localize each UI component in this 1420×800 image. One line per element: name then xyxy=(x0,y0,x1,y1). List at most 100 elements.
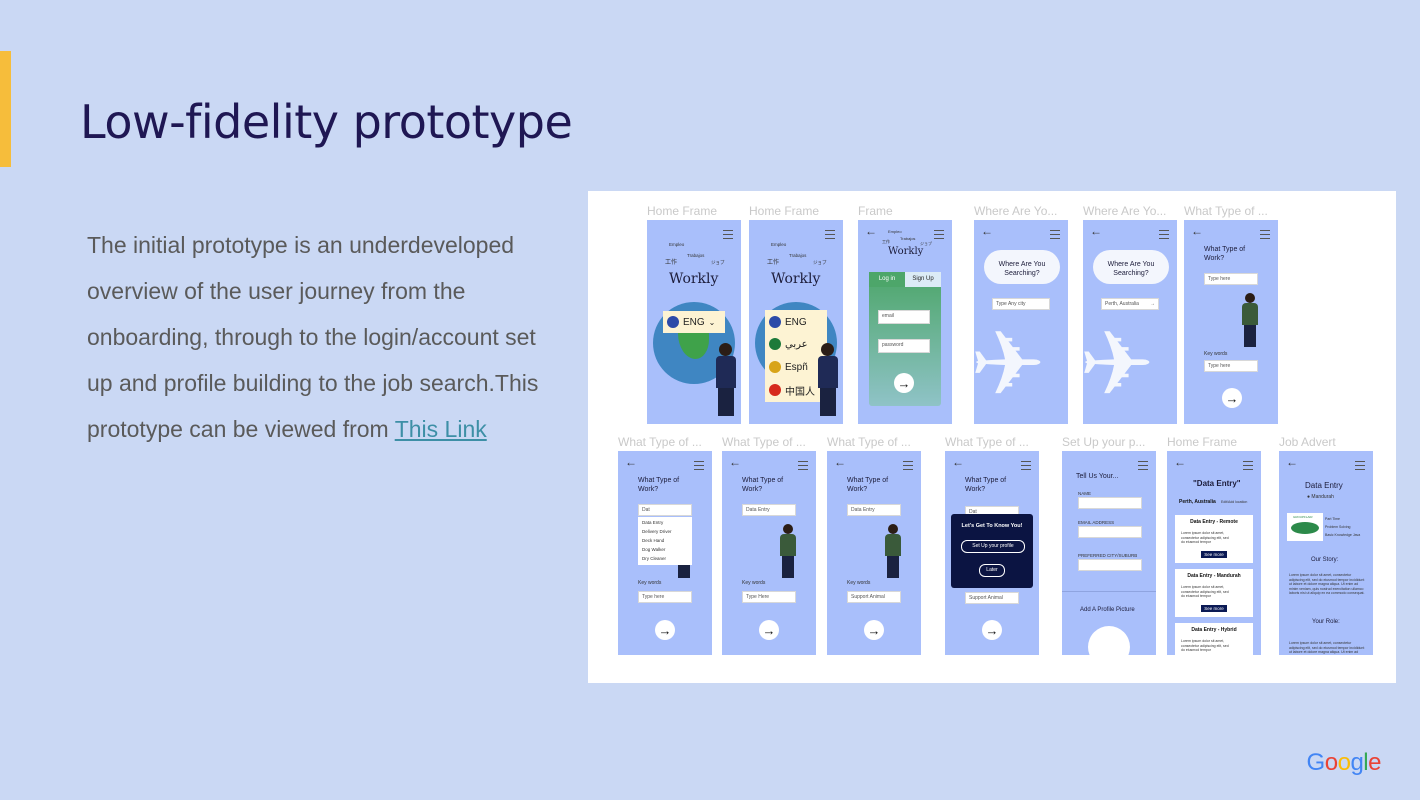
next-arrow-button[interactable]: → xyxy=(982,620,1002,640)
worker-mop-illustration xyxy=(774,524,804,580)
suggestion-item[interactable]: Deck Hand xyxy=(642,538,665,543)
our-story-heading: Our Story: xyxy=(1311,557,1339,563)
work-type-input[interactable]: Dat xyxy=(638,504,692,516)
language-option[interactable]: 中国人 xyxy=(765,380,827,400)
job-card[interactable]: Data Entry - Remote Lorem ipsum dolor si… xyxy=(1175,515,1253,563)
password-field[interactable]: password xyxy=(878,339,930,353)
slide-body-text: The initial prototype is an underdevelop… xyxy=(87,222,557,452)
menu-icon xyxy=(934,230,944,239)
phone-work-type-frame-4: ← What Type of Work? Data Entry Key word… xyxy=(827,451,921,655)
back-arrow-icon[interactable]: ← xyxy=(1191,224,1203,238)
frame-label: Job Advert xyxy=(1279,435,1336,449)
back-arrow-icon[interactable]: ← xyxy=(625,455,637,469)
phone-where-frame-2: ← Where Are You Searching? Perth, Austra… xyxy=(1083,220,1177,424)
suggestion-item[interactable]: Dog Walker xyxy=(642,547,666,552)
phone-profile-frame: Tell Us Your... NAME EMAIL ADDRESS PREFE… xyxy=(1062,451,1156,655)
worker-mop-illustration xyxy=(879,524,909,580)
suggestion-item[interactable]: Delivery Driver xyxy=(642,529,672,534)
phone-home-frame-2: Empleo Trabajos 工作 ジョブ Workly ENG عربي E… xyxy=(749,220,843,424)
back-arrow-icon[interactable]: ← xyxy=(1090,224,1102,238)
workly-logo: Workly xyxy=(888,246,924,257)
edit-location-link[interactable]: Edit/Add location xyxy=(1221,500,1248,504)
language-option[interactable]: عربي xyxy=(765,334,827,354)
tab-login[interactable]: Log in xyxy=(869,272,905,287)
phone-results-frame: ← "Data Entry" Perth, Australia Edit/Add… xyxy=(1167,451,1261,655)
work-type-input[interactable]: Data Entry xyxy=(847,504,901,516)
job-card[interactable]: Data Entry - Mandurah Lorem ipsum dolor … xyxy=(1175,569,1253,617)
work-type-title: What Type of Work? xyxy=(965,477,1007,493)
frame-label: What Type of ... xyxy=(722,435,806,449)
location-pin-icon: ● xyxy=(1307,494,1311,500)
profile-picture-placeholder[interactable] xyxy=(1088,626,1130,655)
name-field[interactable] xyxy=(1078,497,1142,509)
advert-title: Data Entry xyxy=(1305,481,1343,490)
city-field[interactable] xyxy=(1078,559,1142,571)
keywords-input[interactable]: Type Here xyxy=(742,591,796,603)
back-arrow-icon[interactable]: ← xyxy=(834,455,846,469)
where-title: Where Are You Searching? xyxy=(998,261,1046,277)
results-location: Perth, Australia xyxy=(1179,499,1216,505)
accent-bar xyxy=(0,51,11,167)
arrow-right-icon: → xyxy=(1150,301,1155,307)
worker-mop-illustration xyxy=(1236,293,1266,349)
cloud-shape xyxy=(1093,250,1169,284)
email-field[interactable] xyxy=(1078,526,1142,538)
keywords-input[interactable]: Support Animal xyxy=(847,591,901,603)
keywords-input[interactable]: Support Animal xyxy=(965,592,1019,604)
email-field[interactable]: email xyxy=(878,310,930,324)
suggestion-item[interactable]: Data Entry xyxy=(642,520,664,525)
job-card[interactable]: Data Entry - Hybrid Lorem ipsum dolor si… xyxy=(1175,623,1253,655)
frame-label: Where Are Yo... xyxy=(1083,204,1167,218)
menu-icon xyxy=(1355,461,1365,470)
keywords-input[interactable]: Type here xyxy=(638,591,692,603)
frame-label: What Type of ... xyxy=(618,435,702,449)
language-select[interactable]: ENG ⌄ xyxy=(663,311,725,333)
google-logo: Google xyxy=(1306,749,1382,776)
add-picture-label: Add A Profile Picture xyxy=(1080,607,1135,613)
work-type-input[interactable]: Data Entry xyxy=(742,504,796,516)
floating-word: 工作 xyxy=(665,260,678,266)
floating-word: Empleo xyxy=(888,229,902,234)
back-arrow-icon[interactable]: ← xyxy=(1174,455,1186,469)
setup-profile-button[interactable]: Set Up your profile xyxy=(961,540,1025,553)
floating-word: 工作 xyxy=(767,260,780,266)
city-input[interactable]: Type Any city xyxy=(992,298,1050,310)
prototype-link[interactable]: This Link xyxy=(394,416,487,442)
phone-home-frame-1: Empleo Trabajos 工作 ジョブ Workly ENG ⌄ xyxy=(647,220,741,424)
next-arrow-button[interactable]: → xyxy=(655,620,675,640)
floating-word: Trabajos xyxy=(900,236,916,241)
workly-logo: Workly xyxy=(771,271,821,287)
language-option[interactable]: ENG xyxy=(765,312,827,332)
phone-where-frame-1: ← Where Are You Searching? Type Any city… xyxy=(974,220,1068,424)
menu-icon xyxy=(1260,230,1270,239)
next-arrow-button[interactable]: → xyxy=(759,620,779,640)
back-arrow-icon[interactable]: ← xyxy=(865,224,877,238)
body-text: The initial prototype is an underdevelop… xyxy=(87,232,539,442)
later-button[interactable]: Later xyxy=(979,564,1005,577)
see-more-button[interactable]: See more xyxy=(1201,551,1227,558)
our-story-text: Lorem ipsum dolor sit amet, consectetur … xyxy=(1289,573,1365,595)
see-more-button[interactable]: See more xyxy=(1201,605,1227,612)
language-option-label: ENG xyxy=(785,316,807,328)
menu-icon xyxy=(1021,461,1031,470)
tab-signup[interactable]: Sign Up xyxy=(905,272,941,287)
city-input[interactable]: Perth, Australia→ xyxy=(1101,298,1159,310)
language-option[interactable]: Espñ xyxy=(765,357,827,377)
language-option-label: عربي xyxy=(785,338,808,350)
back-arrow-icon[interactable]: ← xyxy=(981,224,993,238)
next-arrow-button[interactable]: → xyxy=(864,620,884,640)
suggestion-item[interactable]: Dry Cleaner xyxy=(642,556,667,561)
back-arrow-icon[interactable]: ← xyxy=(1286,455,1298,469)
next-arrow-button[interactable]: → xyxy=(1222,388,1242,408)
menu-icon xyxy=(1159,230,1169,239)
next-arrow-button[interactable]: → xyxy=(894,373,914,393)
back-arrow-icon[interactable]: ← xyxy=(952,455,964,469)
back-arrow-icon[interactable]: ← xyxy=(729,455,741,469)
keywords-input[interactable]: Type here xyxy=(1204,360,1258,372)
floating-word: ジョブ xyxy=(711,260,725,265)
floating-word: Empleo xyxy=(669,242,685,247)
cloud-shape xyxy=(984,250,1060,284)
language-selected: ENG xyxy=(683,316,705,328)
advert-bullet: Problem Solving xyxy=(1325,525,1351,529)
work-type-input[interactable]: Type here xyxy=(1204,273,1258,285)
